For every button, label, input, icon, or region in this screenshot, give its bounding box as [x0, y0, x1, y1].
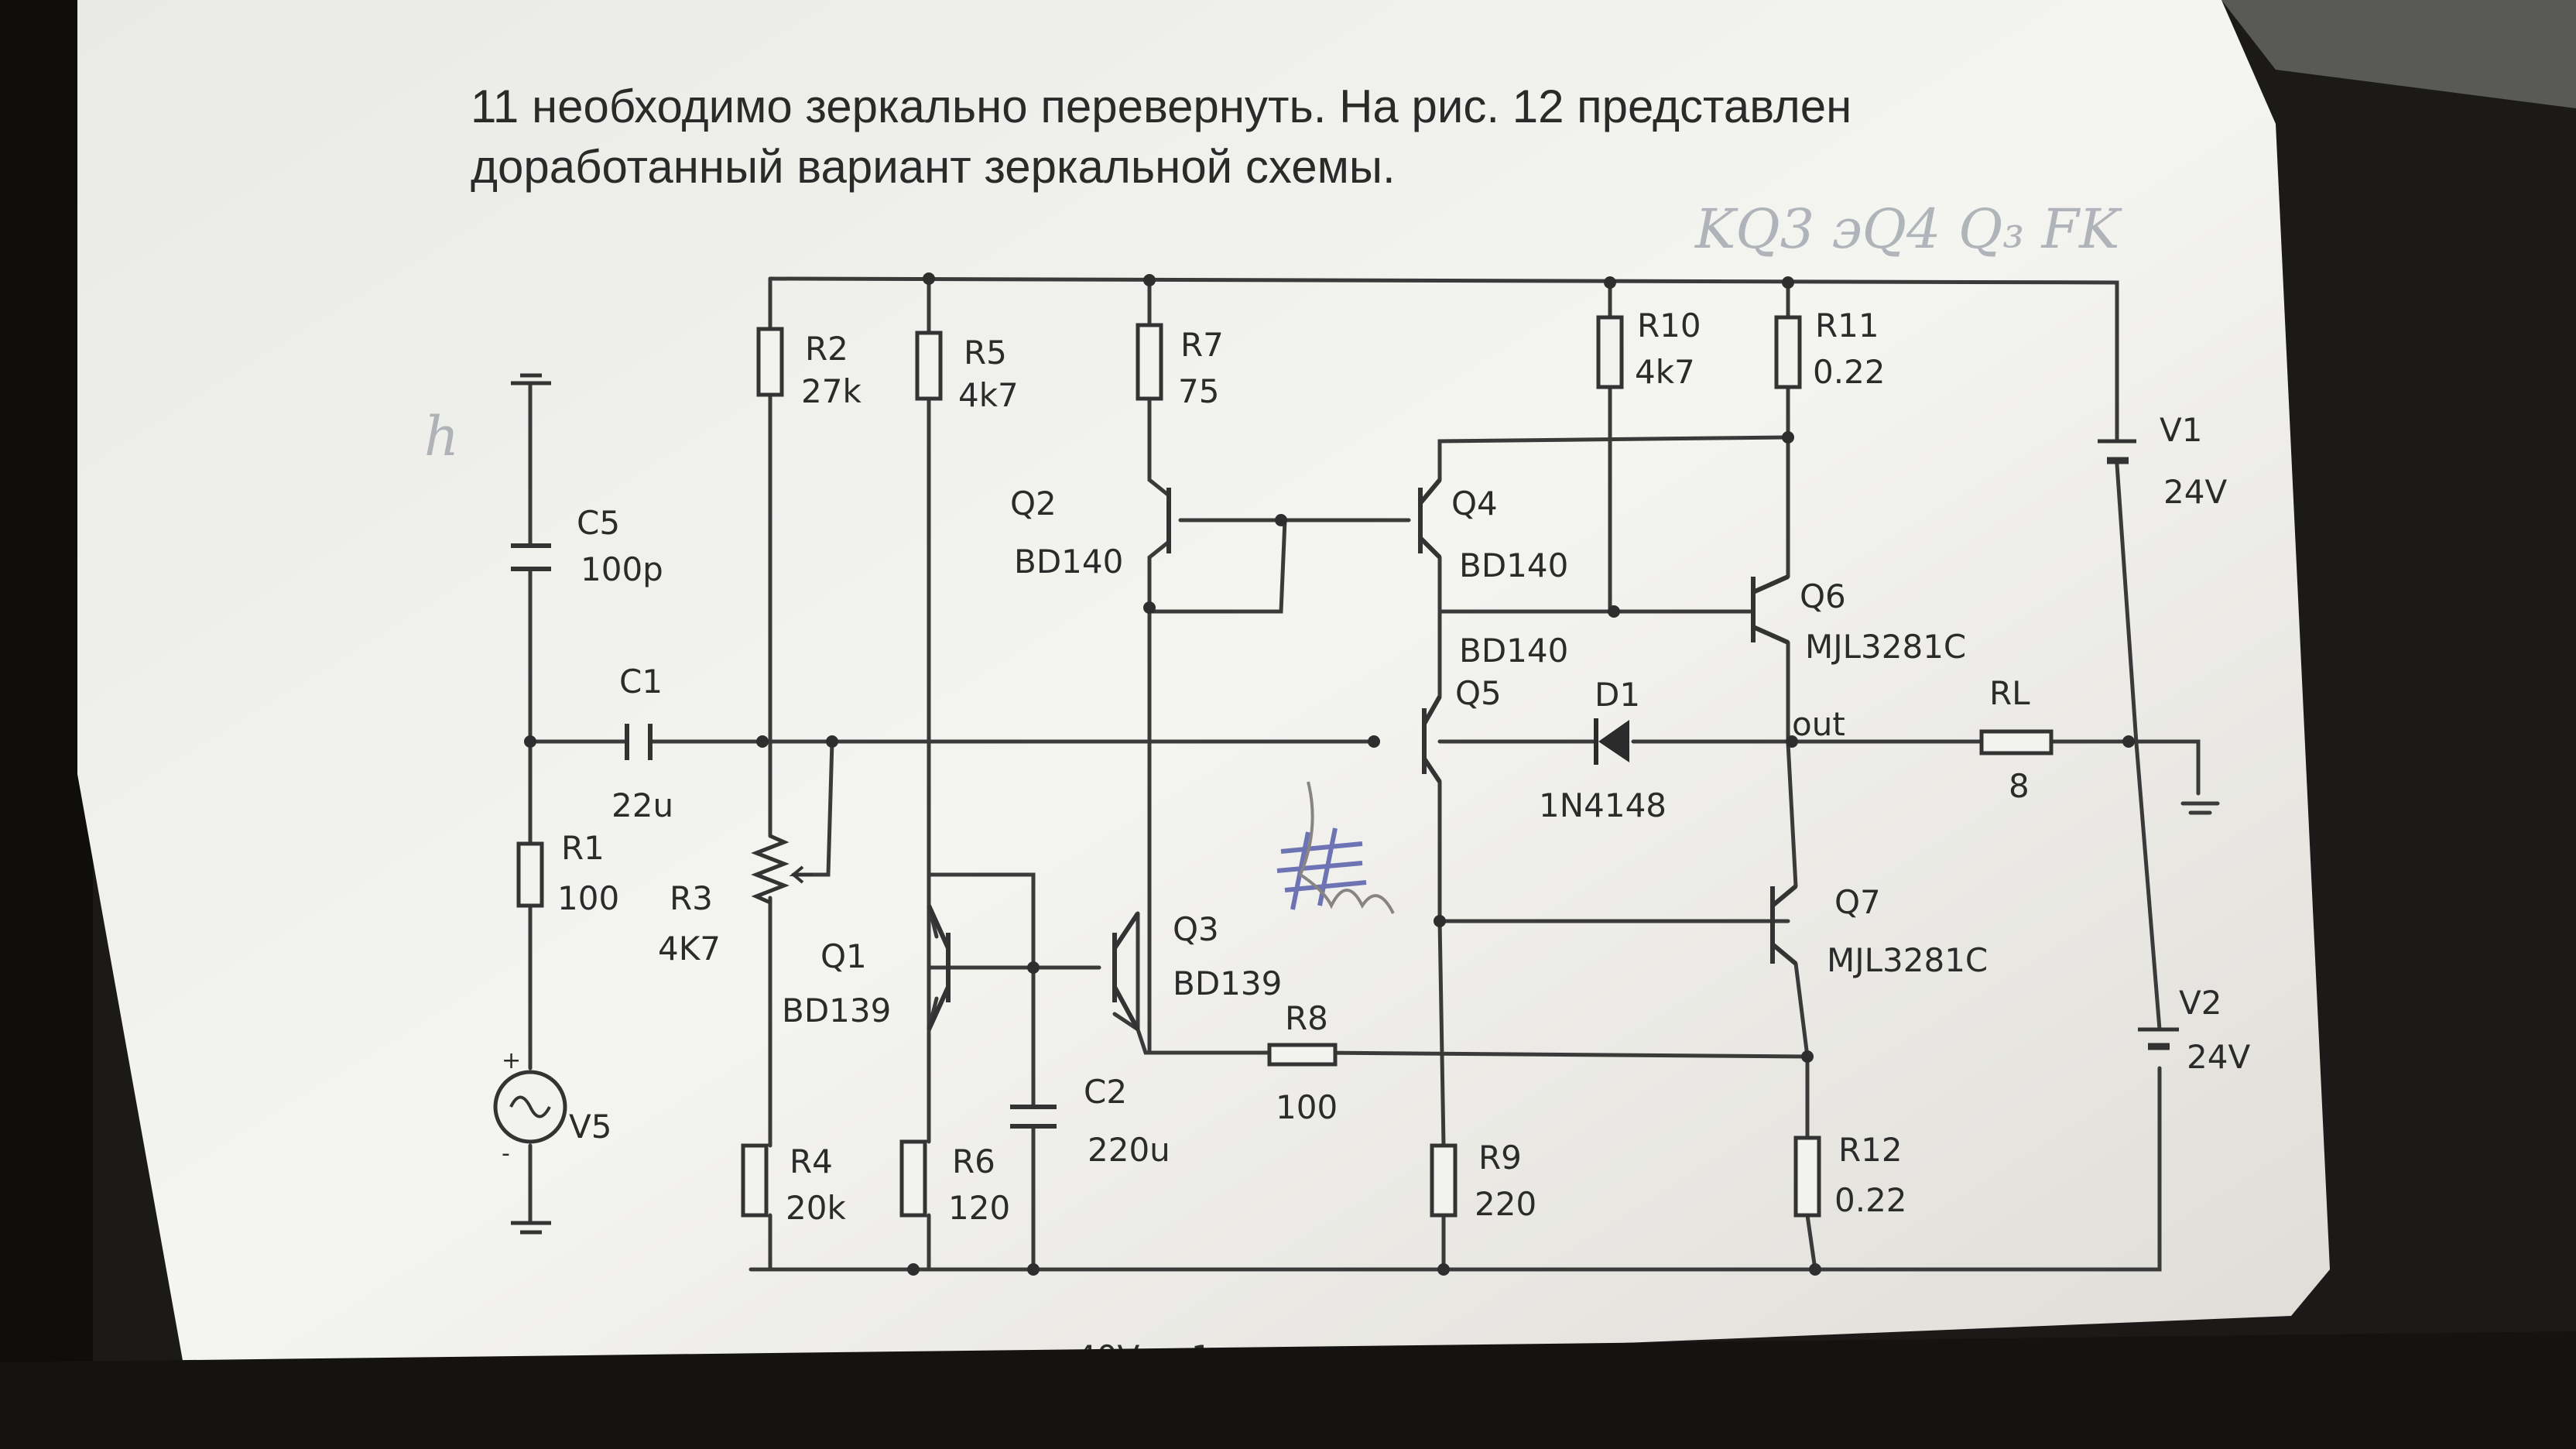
- label-net-out: out: [1792, 705, 1845, 743]
- label-d1-ref: D1: [1595, 676, 1640, 714]
- transistor-q6: [1751, 574, 1790, 645]
- component-labels: R2 27k R5 4k7 R7 75 R10 4k7 R11 0.22 V1 …: [557, 307, 2250, 1376]
- label-v2-ref: V2: [2179, 984, 2221, 1022]
- label-r2-ref: R2: [805, 330, 848, 368]
- label-q2-part: BD140: [1014, 543, 1123, 581]
- diode-d1: [1594, 718, 1629, 765]
- label-q4-ref: Q4: [1451, 485, 1498, 522]
- transistor-symbols: [927, 478, 1797, 1031]
- label-c2-ref: C2: [1084, 1073, 1127, 1111]
- caption-line-2: доработанный вариант зеркальной схемы.: [471, 141, 1396, 193]
- transistor-q1: [927, 904, 951, 1031]
- capacitor-c5: [511, 543, 551, 571]
- pencil-mark-left: h: [424, 405, 459, 468]
- label-r2-value: 27k: [801, 372, 862, 410]
- ruler-edge: [2221, 0, 2576, 108]
- transistor-q4: [1418, 478, 1442, 560]
- label-d1-part: 1N4148: [1539, 786, 1667, 824]
- svg-text:-: -: [502, 1140, 510, 1167]
- label-q6-ref: Q6: [1800, 577, 1846, 615]
- label-c1-ref: C1: [619, 663, 663, 701]
- label-r1-ref: R1: [561, 829, 605, 867]
- resistor-r10: [1596, 315, 1624, 389]
- resistor-r7: [1136, 323, 1163, 401]
- label-c1-value: 22u: [611, 786, 673, 824]
- label-q5-ref: Q5: [1455, 674, 1502, 712]
- resistor-r1: [516, 841, 544, 908]
- transistor-q3: [1112, 912, 1140, 1031]
- label-r11-ref: R11: [1815, 307, 1879, 344]
- label-r3-ref: R3: [670, 879, 713, 917]
- junction-dots: [524, 272, 2135, 1276]
- resistor-r5: [915, 331, 943, 401]
- paper-sheet: [77, 0, 2330, 1401]
- resistor-r2: [756, 327, 784, 397]
- label-q5-part: BD140: [1459, 632, 1568, 670]
- label-rl-ref: RL: [1989, 674, 2030, 712]
- label-v5-ref: V5: [569, 1108, 611, 1146]
- capacitor-c1: [625, 724, 653, 760]
- label-c2-value: 220u: [1088, 1131, 1170, 1169]
- potentiometer-r3: [751, 834, 790, 905]
- resistor-r12: [1793, 1136, 1821, 1218]
- label-q7-ref: Q7: [1834, 883, 1881, 921]
- label-v2-value: 24V: [2187, 1038, 2250, 1076]
- label-r10-ref: R10: [1637, 307, 1701, 344]
- label-r10-value: 4k7: [1635, 353, 1695, 391]
- pencil-note-top: KQ3 эQ4 Q₃ FK: [1694, 197, 2122, 261]
- ink-scribble: [1276, 781, 1395, 914]
- ground-top-left: [511, 373, 551, 385]
- label-q3-ref: Q3: [1173, 910, 1219, 948]
- label-r1-value: 100: [557, 879, 619, 917]
- label-v1-value: 24V: [2163, 473, 2227, 511]
- ground-symbols: [511, 373, 551, 1235]
- label-r4-ref: R4: [790, 1142, 833, 1180]
- label-r7-value: 75: [1178, 372, 1219, 410]
- transistor-q5: [1422, 695, 1442, 783]
- capacitor-c2: [1010, 1105, 1057, 1129]
- transistor-q7: [1770, 884, 1797, 966]
- label-r4-value: 20k: [786, 1189, 846, 1227]
- ground-bottom-left: [511, 1221, 551, 1235]
- batteries: [2098, 439, 2179, 1050]
- label-q3-part: BD139: [1173, 964, 1282, 1002]
- label-q6-part: MJL3281C: [1805, 628, 1966, 666]
- label-r12-value: 0.22: [1834, 1181, 1907, 1219]
- label-c5-ref: C5: [577, 504, 620, 542]
- label-q1-part: BD139: [782, 992, 891, 1029]
- label-q7-part: MJL3281C: [1827, 941, 1988, 979]
- potentiometer-wiper: [789, 865, 813, 884]
- resistor-rl: [1979, 729, 2054, 755]
- label-rl-value: 8: [2009, 767, 2030, 805]
- label-r8-ref: R8: [1285, 999, 1328, 1037]
- resistor-bodies: [516, 315, 2054, 1218]
- label-r8-value: 100: [1276, 1088, 1338, 1126]
- label-r6-ref: R6: [952, 1142, 995, 1180]
- label-r12-ref: R12: [1838, 1131, 1903, 1169]
- capacitors: [511, 543, 1057, 1129]
- label-r7-ref: R7: [1180, 326, 1224, 364]
- label-r5-ref: R5: [964, 334, 1007, 372]
- label-q2-ref: Q2: [1010, 485, 1057, 522]
- svg-text:+: +: [502, 1047, 521, 1074]
- label-r3-value: 4K7: [658, 930, 721, 968]
- label-v1-ref: V1: [2160, 411, 2202, 449]
- resistor-r9: [1430, 1143, 1458, 1218]
- label-r11-value: 0.22: [1813, 353, 1886, 391]
- bottom-foreground: [0, 1331, 2576, 1449]
- resistor-r11: [1774, 315, 1802, 389]
- caption-line-1: 11 необходимо зеркально перевернуть. На …: [471, 80, 1852, 132]
- label-c5-value: 100p: [581, 550, 663, 588]
- resistor-r4: [741, 1143, 769, 1218]
- v5-source-symbol: + -: [493, 1047, 567, 1167]
- label-r6-value: 120: [948, 1189, 1010, 1227]
- label-q1-ref: Q1: [820, 937, 867, 975]
- resistor-r8: [1267, 1043, 1338, 1067]
- label-r5-value: 4k7: [958, 376, 1019, 414]
- label-q4-part: BD140: [1459, 546, 1568, 584]
- label-r9-value: 220: [1475, 1185, 1536, 1223]
- label-r9-ref: R9: [1478, 1139, 1522, 1177]
- resistor-r6: [899, 1139, 927, 1218]
